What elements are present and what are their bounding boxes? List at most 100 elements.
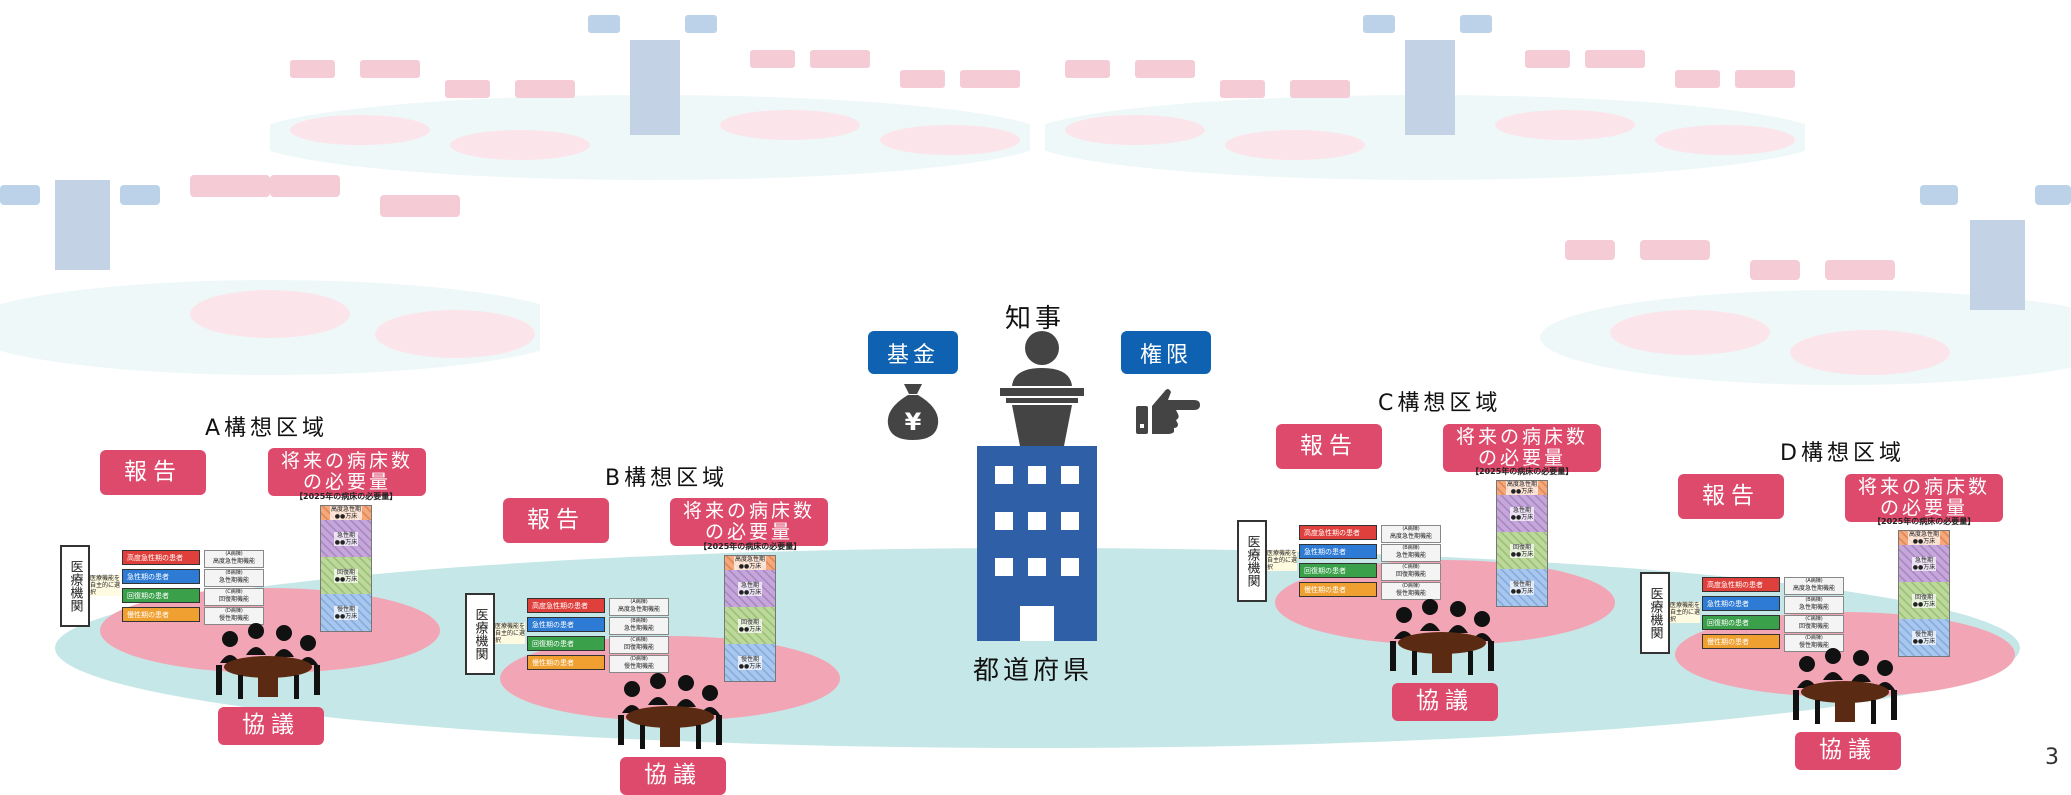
function-ward: (A病棟) — [630, 599, 648, 605]
function-name: 回復期機能 — [1798, 623, 1829, 630]
patient-row: 高度急性期の患者 — [122, 550, 200, 565]
function-box: (A病棟)高度急性期機能 — [609, 598, 669, 616]
function-ward: (B病棟) — [1805, 597, 1823, 603]
function-box: (D病棟)慢性期機能 — [609, 655, 669, 673]
stack-segment: 慢性期 ●●万床 — [725, 644, 775, 681]
patient-row: 回復期の患者 — [527, 636, 605, 651]
stack-segment-label: 慢性期 ●●万床 — [1911, 630, 1937, 645]
yen-symbol: ¥ — [905, 408, 922, 436]
pointing-hand-icon — [1134, 384, 1200, 436]
governor-icon — [992, 328, 1092, 446]
meeting-table-icon — [208, 619, 328, 701]
stack-segment-label: 急性期 ●●万床 — [1509, 506, 1535, 521]
stack-segment-label: 急性期 ●●万床 — [737, 581, 763, 596]
bed-need-stack: 高度急性期 ●●万床急性期 ●●万床回復期 ●●万床慢性期 ●●万床 — [320, 505, 372, 632]
future-beds-badge: 将来の病床数 の必要量 — [1443, 424, 1601, 472]
function-name: 急性期機能 — [623, 625, 654, 632]
future-beds-badge: 将来の病床数 の必要量 — [1845, 474, 2003, 522]
function-name: 高度急性期機能 — [212, 558, 255, 565]
prefecture-building-icon — [977, 446, 1097, 641]
fund-badge: 基金 — [868, 331, 958, 374]
background-region-group-top-right — [1045, 0, 1805, 195]
function-name: 回復期機能 — [1395, 571, 1426, 578]
bed-need-stack: 高度急性期 ●●万床急性期 ●●万床回復期 ●●万床慢性期 ●●万床 — [1898, 530, 1950, 657]
patient-row: 慢性期の患者 — [1702, 634, 1780, 649]
stack-segment-label: 高度急性期 ●●万床 — [733, 556, 766, 570]
function-name: 慢性期機能 — [1395, 590, 1426, 597]
function-ward: (B病棟) — [225, 570, 243, 576]
medical-institution-label: 医療機関 — [472, 608, 488, 660]
function-choice-label: 医療機能を自主的に選択 — [1267, 550, 1298, 571]
stack-segment-label: 回復期 ●●万床 — [1509, 543, 1535, 558]
stack-segment: 急性期 ●●万床 — [1899, 545, 1949, 582]
function-name: 急性期機能 — [1798, 604, 1829, 611]
stack-segment: 急性期 ●●万床 — [1497, 495, 1547, 532]
page-number: 3 — [2045, 745, 2059, 770]
report-badge: 報告 — [1276, 424, 1382, 469]
stack-segment-label: 高度急性期 ●●万床 — [1907, 531, 1940, 545]
function-name: 急性期機能 — [1395, 552, 1426, 559]
need-title: 【2025年の病床の必要量】 — [1471, 467, 1574, 476]
region-title: D構想区域 — [1780, 441, 1905, 466]
need-title: 【2025年の病床の必要量】 — [1873, 517, 1976, 526]
stack-segment: 回復期 ●●万床 — [1899, 582, 1949, 619]
function-ward: (A病棟) — [1402, 526, 1420, 532]
function-box: (B病棟)急性期機能 — [1381, 544, 1441, 562]
discuss-badge: 協議 — [1795, 732, 1901, 770]
patient-row: 回復期の患者 — [122, 588, 200, 603]
report-badge: 報告 — [100, 450, 206, 495]
function-ward: (C病棟) — [1805, 616, 1823, 622]
need-title: 【2025年の病床の必要量】 — [295, 492, 398, 501]
patient-row: 慢性期の患者 — [122, 607, 200, 622]
function-box: (C病棟)回復期機能 — [1381, 563, 1441, 581]
money-bag-icon: ¥ — [884, 380, 942, 442]
function-choice-label: 医療機能を自主的に選択 — [90, 575, 121, 596]
background-region-group-top-left — [270, 0, 1030, 195]
function-name: 高度急性期機能 — [617, 606, 660, 613]
stack-segment-label: 慢性期 ●●万床 — [333, 605, 359, 620]
function-ward: (D病棟) — [630, 656, 648, 662]
function-ward: (C病棟) — [1402, 564, 1420, 570]
medical-institution-box: 医療機関 — [1640, 572, 1670, 654]
stack-segment: 慢性期 ●●万床 — [321, 594, 371, 631]
need-title: 【2025年の病床の必要量】 — [699, 542, 802, 551]
function-name: 慢性期機能 — [623, 663, 654, 670]
stack-segment-label: 慢性期 ●●万床 — [737, 655, 763, 670]
background-region-group-left — [0, 130, 540, 390]
stack-segment-label: 回復期 ●●万床 — [1911, 593, 1937, 608]
stack-segment: 高度急性期 ●●万床 — [725, 556, 775, 570]
discuss-badge: 協議 — [218, 707, 324, 745]
prefecture-label: 都道府県 — [973, 656, 1094, 686]
patient-row: 急性期の患者 — [122, 569, 200, 584]
stack-segment: 高度急性期 ●●万床 — [1899, 531, 1949, 545]
function-ward: (D病棟) — [225, 608, 243, 614]
function-choice-label: 医療機能を自主的に選択 — [1670, 602, 1701, 623]
patient-row: 高度急性期の患者 — [1299, 525, 1377, 540]
stack-segment: 急性期 ●●万床 — [725, 570, 775, 607]
function-box: (B病棟)急性期機能 — [609, 617, 669, 635]
medical-institution-box: 医療機関 — [60, 545, 90, 627]
patient-row: 急性期の患者 — [1702, 596, 1780, 611]
function-name: 高度急性期機能 — [1792, 585, 1835, 592]
stack-segment-label: 回復期 ●●万床 — [737, 618, 763, 633]
medical-institution-box: 医療機関 — [465, 593, 495, 675]
function-box: (C病棟)回復期機能 — [204, 588, 264, 606]
patient-row: 急性期の患者 — [1299, 544, 1377, 559]
future-beds-badge: 将来の病床数 の必要量 — [670, 498, 828, 546]
patient-row: 慢性期の患者 — [527, 655, 605, 670]
patient-row: 急性期の患者 — [527, 617, 605, 632]
meeting-table-icon — [610, 669, 730, 751]
medical-institution-label: 医療機関 — [67, 560, 83, 612]
stack-segment: 回復期 ●●万床 — [725, 607, 775, 644]
stack-segment-label: 高度急性期 ●●万床 — [329, 506, 362, 520]
function-ward: (D病棟) — [1402, 583, 1420, 589]
patient-row: 回復期の患者 — [1299, 563, 1377, 578]
function-ward: (B病棟) — [1402, 545, 1420, 551]
report-badge: 報告 — [503, 498, 609, 543]
region-title: C構想区域 — [1378, 391, 1502, 416]
function-box: (D病棟)慢性期機能 — [1784, 634, 1844, 652]
function-box: (C病棟)回復期機能 — [609, 636, 669, 654]
patient-row: 回復期の患者 — [1702, 615, 1780, 630]
medical-institution-label: 医療機関 — [1647, 587, 1663, 639]
stack-segment-label: 慢性期 ●●万床 — [1509, 580, 1535, 595]
